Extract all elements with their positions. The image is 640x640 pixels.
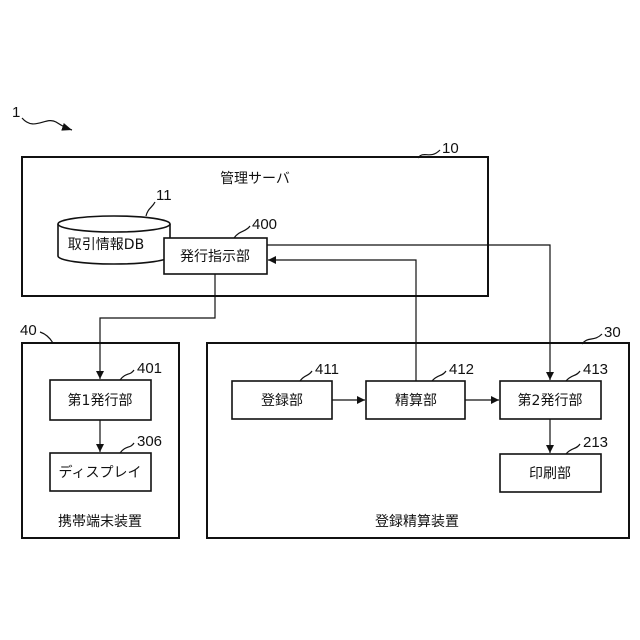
mobile-terminal-label: 携帯端末装置: [58, 514, 142, 530]
issue-instruction-unit-label: 発行指示部: [180, 249, 250, 265]
printing-unit-label: 印刷部: [529, 466, 571, 482]
display-label: ディスプレイ: [58, 464, 141, 481]
display-ref-number: 306: [137, 433, 162, 450]
database-ref-number: 11: [156, 187, 172, 204]
printing-ref-number: 213: [583, 434, 608, 451]
transaction-database-label: 取引情報DB: [68, 237, 144, 253]
second-issue-ref-number: 413: [583, 361, 608, 378]
mobile-terminal-ref-number: 40: [20, 322, 37, 339]
registration-ref-number: 411: [315, 361, 339, 378]
mobile-terminal-ref-leader: [40, 332, 53, 343]
checkout-device-ref-number: 30: [604, 324, 621, 341]
second-issue-unit-label: 第2発行部: [518, 392, 583, 409]
settlement-ref-number: 412: [449, 361, 474, 378]
checkout-device-label: 登録精算装置: [375, 514, 459, 530]
server-ref-number: 10: [442, 140, 459, 157]
first-issue-ref-number: 401: [137, 360, 162, 377]
settlement-unit-label: 精算部: [395, 393, 437, 409]
registration-unit-label: 登録部: [261, 393, 303, 409]
first-issue-unit-label: 第1発行部: [68, 392, 133, 409]
management-server-label: 管理サーバ: [220, 171, 290, 187]
system-leader-line: [22, 118, 72, 130]
issue-instruction-ref-number: 400: [252, 216, 277, 233]
checkout-device-box: [207, 343, 629, 538]
system-ref-number: 1: [12, 104, 20, 121]
